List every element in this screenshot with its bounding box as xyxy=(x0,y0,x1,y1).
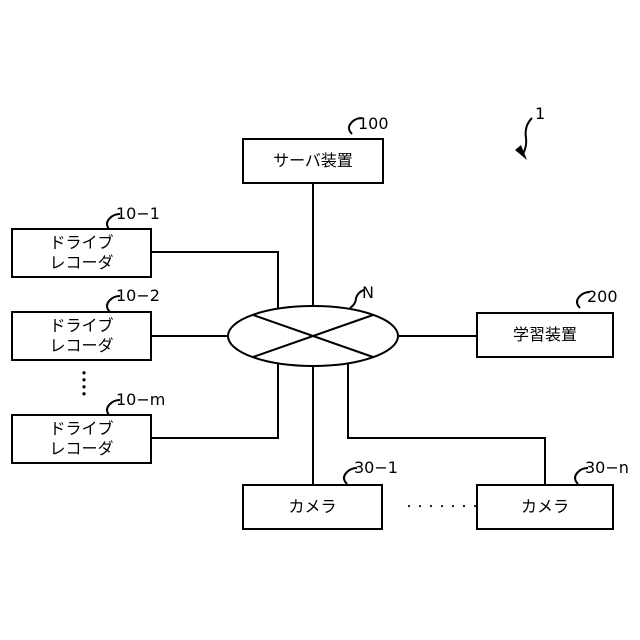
recorder-m-line2: レコーダ xyxy=(49,439,113,458)
ref-camera-n: 30−n xyxy=(585,459,629,477)
recorder-2-line2: レコーダ xyxy=(49,336,113,355)
ref-server: 100 xyxy=(358,115,389,133)
camera-ellipsis: ・・・・・・・ xyxy=(404,498,481,513)
recorder-box-2: ドライブ レコーダ xyxy=(11,311,152,361)
ref-network: N xyxy=(362,284,374,302)
recorder-2-line1: ドライブ xyxy=(49,316,113,335)
recorder-box-m: ドライブ レコーダ xyxy=(11,414,152,464)
recorder-1-line1: ドライブ xyxy=(49,233,113,252)
recorder-ellipsis: ・ ・ ・ ・ xyxy=(76,370,86,398)
recorder-1-line2: レコーダ xyxy=(49,253,113,272)
link-recorder-m xyxy=(152,362,278,438)
ref-recorder-2: 10−2 xyxy=(116,287,160,305)
camera-box-n: カメラ xyxy=(476,484,614,530)
camera-n-label: カメラ xyxy=(521,497,569,517)
system-arrow xyxy=(523,118,532,154)
ref-recorder-m: 10−m xyxy=(116,391,165,409)
learning-box: 学習装置 xyxy=(476,312,614,358)
camera-box-1: カメラ xyxy=(242,484,383,530)
camera-1-label: カメラ xyxy=(288,497,336,517)
ref-recorder-1: 10−1 xyxy=(116,205,160,223)
learning-label: 学習装置 xyxy=(513,325,577,345)
server-box: サーバ装置 xyxy=(242,138,384,184)
recorder-box-1: ドライブ レコーダ xyxy=(11,228,152,278)
recorder-m-line1: ドライブ xyxy=(49,419,113,438)
ref-camera-1: 30−1 xyxy=(354,459,398,477)
ref-learning: 200 xyxy=(587,288,618,306)
server-label: サーバ装置 xyxy=(273,151,353,171)
ref-system: 1 xyxy=(535,105,545,123)
link-recorder-1 xyxy=(152,252,278,312)
